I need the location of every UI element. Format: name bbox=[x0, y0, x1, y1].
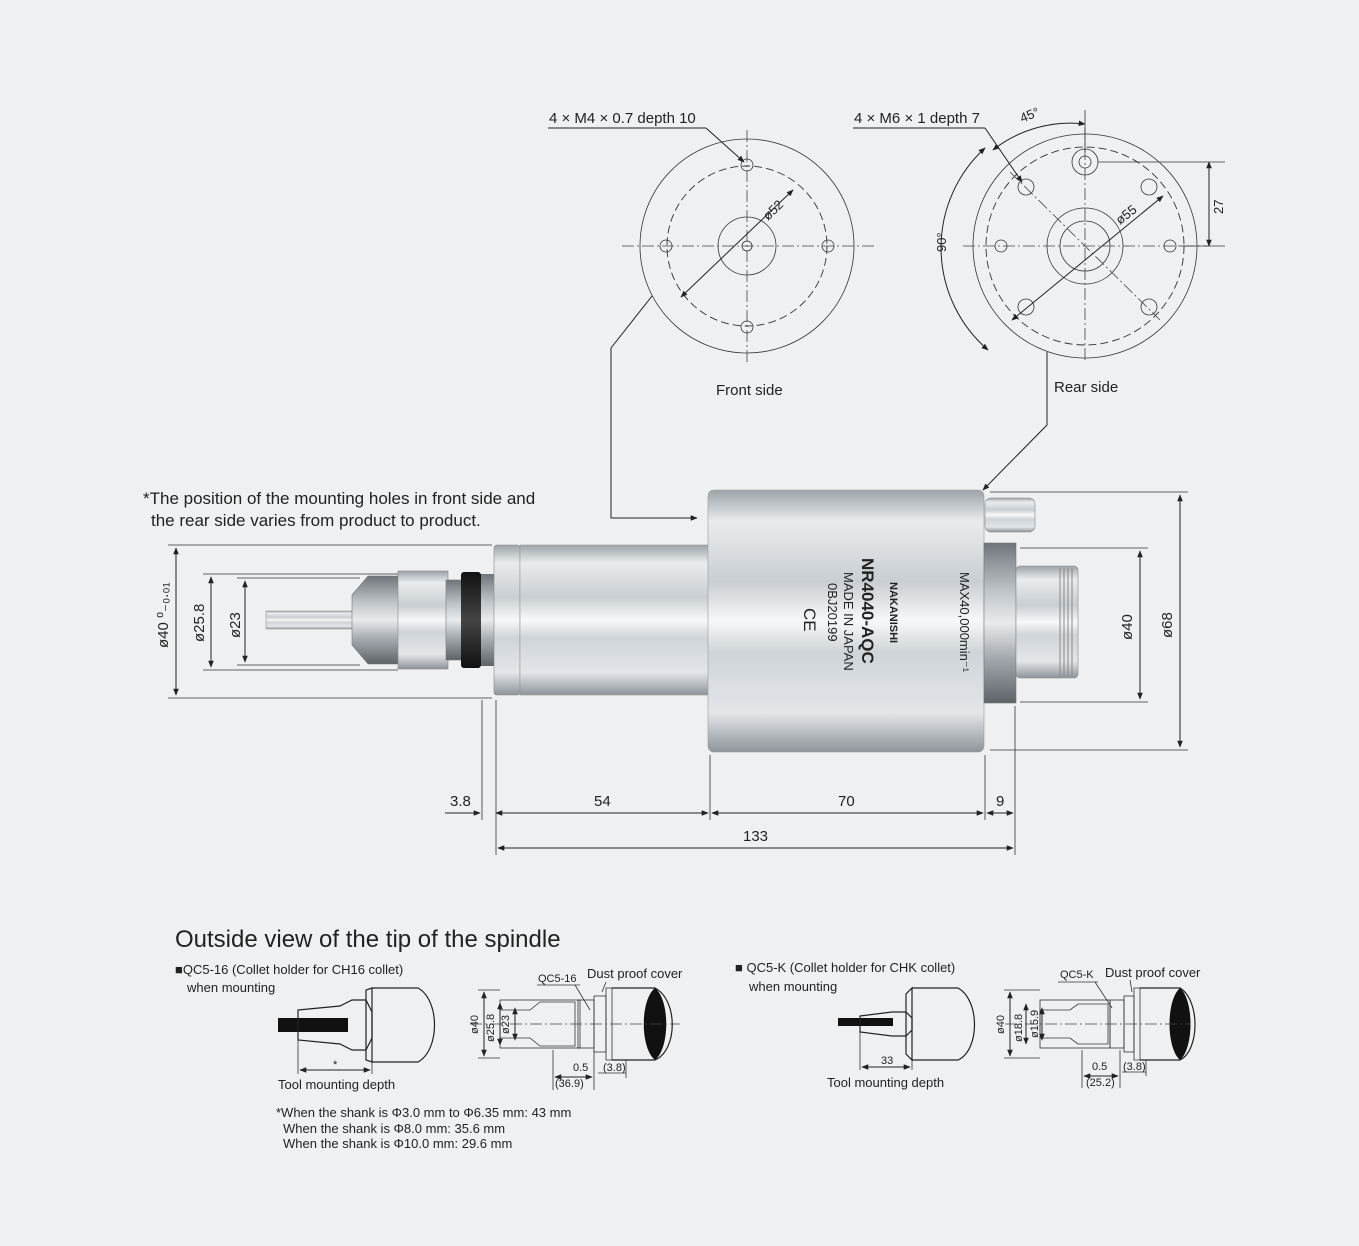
rear-diameter-label: ø55 bbox=[1113, 202, 1140, 228]
dim-d23: ø23 bbox=[227, 612, 244, 638]
footnote-2: When the shank is Φ8.0 mm: 35.6 mm bbox=[283, 1121, 505, 1136]
rear-mounting-holes bbox=[994, 148, 1177, 316]
ce-marking: CE bbox=[800, 608, 819, 632]
dim-d40-right: ø40 bbox=[1119, 614, 1136, 640]
qc5-16-depth-marker: * bbox=[333, 1059, 338, 1071]
qc5-16-heading-2: when mounting bbox=[186, 980, 275, 995]
qc5-16-part-label: QC5-16 bbox=[538, 973, 577, 985]
dim-len-9: 9 bbox=[996, 793, 1004, 810]
rear-view: ø55 45° 90° 27 4 × M6 × 1 depth 7 Rear s… bbox=[853, 104, 1226, 491]
note-line-2: the rear side varies from product to pro… bbox=[151, 511, 481, 530]
qc5-16-section-sketch: ø40 ø25.8 ø23 QC5-16 Dust proof cover 0.… bbox=[469, 966, 683, 1090]
spindle-illustration: NAKANISHI NR4040-AQC MADE IN JAPAN 0BJ20… bbox=[265, 489, 1079, 753]
qc5-k-depth-value: 33 bbox=[881, 1055, 893, 1067]
front-callout-label: 4 × M4 × 0.7 depth 10 bbox=[549, 110, 696, 127]
dim-len-3-8: 3.8 bbox=[450, 793, 471, 810]
rear-offset-label: 27 bbox=[1211, 200, 1226, 214]
dim-len-54: 54 bbox=[594, 793, 611, 810]
qc5-k-heading: ■ QC5-K (Collet holder for CHK collet) bbox=[735, 960, 955, 975]
rear-side-label: Rear side bbox=[1054, 379, 1118, 396]
tip-section-title: Outside view of the tip of the spindle bbox=[175, 926, 561, 953]
front-view: ø52 4 × M4 × 0.7 depth 10 Front side bbox=[548, 110, 875, 521]
serial-marking: 0BJ20199 bbox=[825, 583, 840, 642]
dim-len-70: 70 bbox=[838, 793, 855, 810]
qc5-16-depth-label: Tool mounting depth bbox=[278, 1077, 395, 1092]
front-side-label: Front side bbox=[716, 382, 783, 399]
front-mounting-holes bbox=[659, 158, 835, 334]
qc5-16-cover-label: Dust proof cover bbox=[587, 966, 683, 981]
qc5-16-d25-8: ø25.8 bbox=[485, 1014, 497, 1042]
qc5-k-dim-25-2: (25.2) bbox=[1086, 1077, 1115, 1089]
qc5-16-dim-3-8: (3.8) bbox=[603, 1062, 626, 1074]
qc5-16-d23: ø23 bbox=[500, 1015, 512, 1034]
qc5-k-mounting-sketch: 33 Tool mounting depth bbox=[827, 986, 976, 1090]
qc5-k-heading-2: when mounting bbox=[748, 979, 837, 994]
qc5-16-mounting-sketch: * Tool mounting depth bbox=[278, 987, 435, 1092]
thread-lines bbox=[1059, 568, 1073, 676]
qc5-16-block: ■QC5-16 (Collet holder for CH16 collet) … bbox=[175, 962, 683, 1092]
footnote-1: *When the shank is Φ3.0 mm to Φ6.35 mm: … bbox=[276, 1105, 571, 1120]
qc5-k-dim-0-5: 0.5 bbox=[1092, 1061, 1107, 1073]
qc5-k-depth-label: Tool mounting depth bbox=[827, 1075, 944, 1090]
qc5-k-cover-label: Dust proof cover bbox=[1105, 965, 1201, 980]
qc5-16-heading: ■QC5-16 (Collet holder for CH16 collet) bbox=[175, 962, 403, 977]
qc5-k-section-sketch: ø40 ø18.8 ø15.9 QC5-K Dust proof cover 0… bbox=[995, 965, 1201, 1089]
qc5-k-part-label: QC5-K bbox=[1060, 969, 1094, 981]
note-line-1: *The position of the mounting holes in f… bbox=[143, 489, 535, 508]
main-dimensions: ø40 ⁰₋₀.₀₁ ø25.8 ø23 ø40 ø68 3.8 54 70 bbox=[155, 491, 1188, 855]
brand-marking: NAKANISHI bbox=[887, 582, 899, 643]
footnotes: *When the shank is Φ3.0 mm to Φ6.35 mm: … bbox=[276, 1105, 571, 1151]
qc5-k-d18-8: ø18.8 bbox=[1013, 1014, 1025, 1042]
dim-len-133: 133 bbox=[743, 828, 768, 845]
model-marking: NR4040-AQC bbox=[858, 558, 877, 664]
footnote-3: When the shank is Φ10.0 mm: 29.6 mm bbox=[283, 1136, 512, 1151]
dim-d40-left: ø40 ⁰₋₀.₀₁ bbox=[155, 582, 172, 648]
max-speed-marking: MAX40,000min⁻¹ bbox=[957, 572, 972, 673]
qc5-k-block: ■ QC5-K (Collet holder for CHK collet) w… bbox=[735, 960, 1201, 1090]
qc5-k-d15-9: ø15.9 bbox=[1029, 1010, 1041, 1038]
origin-marking: MADE IN JAPAN bbox=[841, 572, 856, 671]
dim-d68: ø68 bbox=[1159, 612, 1176, 638]
rear-angle-45-label: 45° bbox=[1018, 104, 1042, 125]
qc5-16-d40: ø40 bbox=[469, 1015, 481, 1034]
qc5-k-d40: ø40 bbox=[995, 1015, 1007, 1034]
dim-d25-8: ø25.8 bbox=[191, 604, 208, 642]
qc5-16-dim-36-9: (36.9) bbox=[555, 1078, 584, 1090]
qc5-16-dim-0-5: 0.5 bbox=[573, 1062, 588, 1074]
qc5-k-dim-3-8: (3.8) bbox=[1123, 1061, 1146, 1073]
rear-callout-label: 4 × M6 × 1 depth 7 bbox=[854, 110, 980, 127]
rear-angle-90-label: 90° bbox=[934, 232, 949, 252]
spindle-markings: NAKANISHI NR4040-AQC MADE IN JAPAN 0BJ20… bbox=[800, 558, 972, 673]
